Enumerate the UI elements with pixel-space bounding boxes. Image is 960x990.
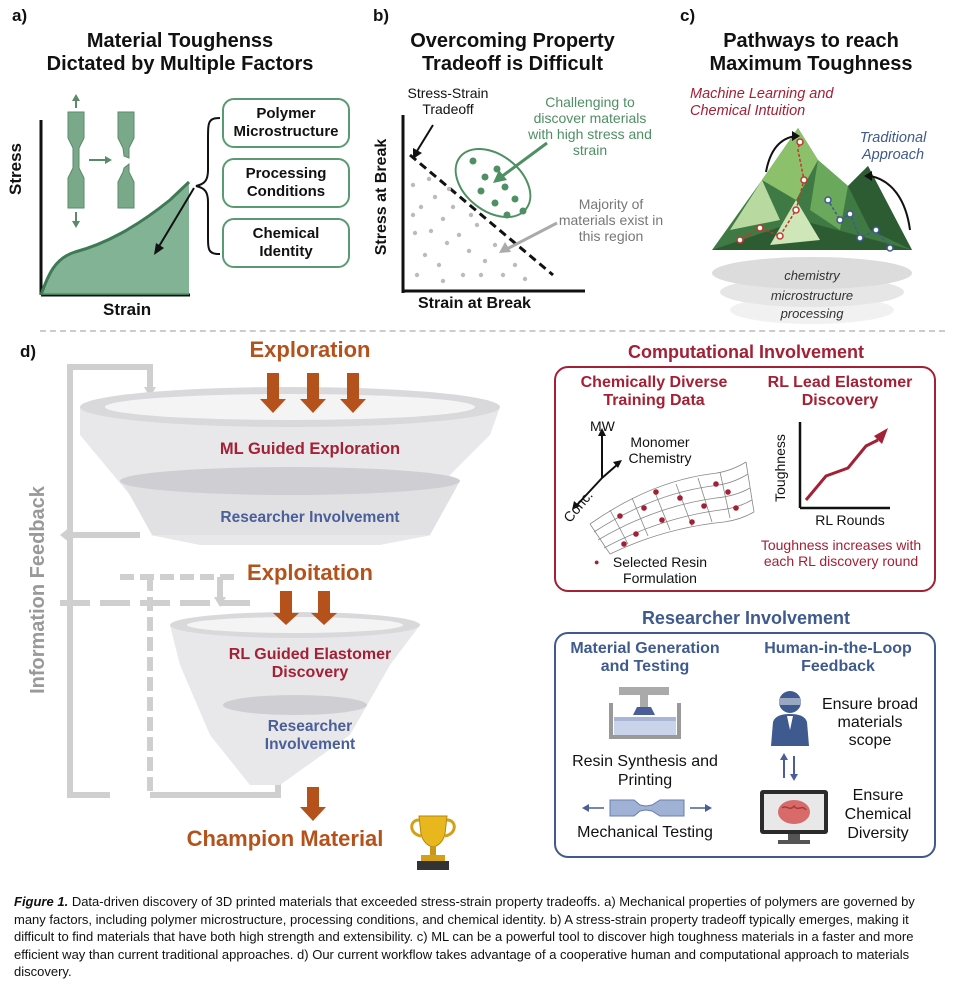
panel-d-label: d)	[20, 342, 37, 361]
green-scatter-dots	[469, 157, 527, 219]
champion-arrow	[300, 787, 326, 821]
material-generation-title: Material Generation and Testing	[570, 640, 720, 675]
exploration-arrows	[260, 373, 366, 413]
layer-chemistry: chemistry	[784, 268, 840, 283]
printer-icon	[609, 687, 681, 739]
panel-b-title: Overcoming Property Tradeoff is Difficul…	[380, 30, 645, 76]
axis-monomer-chemistry: Monomer Chemistry	[628, 434, 692, 466]
axis-mw: MW	[590, 418, 615, 434]
panel-a-xlabel: Strain	[103, 300, 152, 319]
rl-rounds-label: RL Rounds	[815, 512, 885, 528]
champion-material-label: Champion Material	[186, 826, 384, 851]
panel-c-title: Pathways to reach Maximum Toughness	[686, 30, 936, 76]
tradeoff-scatter	[401, 115, 585, 293]
caption-label: Figure 1.	[14, 894, 69, 909]
rl-lead-title: RL Lead Elastomer Discovery	[767, 374, 913, 409]
researcher-person-icon	[771, 691, 809, 746]
discovery-funnel	[60, 364, 500, 821]
computational-header: Computational Involvement	[627, 342, 865, 362]
factor-brace	[154, 117, 221, 255]
panel-c-title-line2: Maximum Toughness	[709, 53, 913, 75]
computational-box	[554, 366, 936, 592]
rl-toughness-plot	[798, 422, 890, 510]
ensure-chemical-label: Ensure Chemical Diversity	[844, 787, 912, 842]
factor-microstructure: Polymer Microstructure	[222, 98, 350, 148]
rl-note: Toughness increases with each RL discove…	[760, 537, 922, 569]
challenge-text: Challenging to discover materials with h…	[528, 94, 652, 158]
layer-microstructure: microstructure	[770, 288, 854, 303]
ensure-broad-label: Ensure broad materials scope	[821, 696, 919, 749]
stress-strain-curve	[39, 94, 191, 297]
trophy-icon	[410, 815, 456, 870]
dogbone-specimen-icon	[67, 94, 135, 228]
hitl-title: Human-in-the-Loop Feedback	[764, 640, 912, 675]
rl-guided-label: RL Guided Elastomer Discovery	[228, 646, 392, 681]
tradeoff-label: Stress-Strain Tradeoff	[407, 85, 489, 117]
exploitation-arrows	[273, 591, 337, 625]
training-surface-plot	[572, 428, 755, 555]
researcher-box	[554, 632, 936, 858]
panel-a-title: Material Toughenss Dictated by Multiple …	[10, 30, 350, 76]
up-down-arrows-icon	[780, 753, 798, 781]
training-data-title: Chemically Diverse Training Data	[580, 374, 728, 409]
ml-approach-text: Machine Learning and Chemical Intuition	[690, 86, 834, 119]
panel-b-xlabel: Strain at Break	[418, 295, 531, 312]
figure-caption: Figure 1. Data-driven discovery of 3D pr…	[14, 893, 950, 981]
tensile-specimen-icon	[582, 799, 712, 817]
selected-resin-dot-icon: ●	[594, 557, 600, 567]
mechanical-testing-label: Mechanical Testing	[577, 824, 713, 841]
researcher-involvement-bottom-label: Researcher Involvement	[264, 718, 356, 753]
traditional-approach-text: Traditional Approach	[859, 130, 927, 163]
panel-b-ylabel: Stress at Break	[373, 138, 390, 256]
resin-synthesis-label: Resin Synthesis and Printing	[572, 753, 718, 789]
factor-chemical-identity: Chemical Identity	[222, 218, 350, 268]
selected-resin-label: Selected Resin Formulation	[612, 554, 708, 586]
panel-a-title-line1: Material Toughenss	[86, 30, 274, 52]
layer-processing: processing	[780, 306, 844, 321]
exploration-label: Exploration	[249, 337, 371, 362]
section-divider	[40, 330, 945, 332]
factor-processing: Processing Conditions	[222, 158, 350, 208]
panel-a-ylabel: Stress	[6, 143, 25, 195]
panel-b-label: b)	[373, 6, 390, 25]
majority-text: Majority of materials exist in this regi…	[558, 196, 664, 244]
panel-b-title-line1: Overcoming Property	[410, 30, 615, 52]
exploitation-label: Exploitation	[247, 560, 373, 585]
panel-c-label: c)	[680, 6, 696, 25]
brain-monitor-icon	[760, 790, 828, 844]
toughness-axis-label: Toughness	[772, 434, 788, 502]
panel-a-label: a)	[12, 6, 28, 25]
panel-a-title-line2: Dictated by Multiple Factors	[46, 53, 314, 75]
panel-b-title-line2: Tradeoff is Difficult	[421, 53, 604, 75]
researcher-involvement-top-label: Researcher Involvement	[220, 509, 400, 526]
gray-scatter-dots	[410, 176, 528, 284]
information-feedback-label: Information Feedback	[27, 486, 49, 694]
researcher-header: Researcher Involvement	[641, 608, 851, 628]
panel-c-title-line1: Pathways to reach	[723, 30, 899, 52]
caption-text: Data-driven discovery of 3D printed mate…	[14, 894, 915, 979]
ml-guided-label: ML Guided Exploration	[219, 440, 401, 458]
mountain-illustration	[712, 128, 912, 324]
